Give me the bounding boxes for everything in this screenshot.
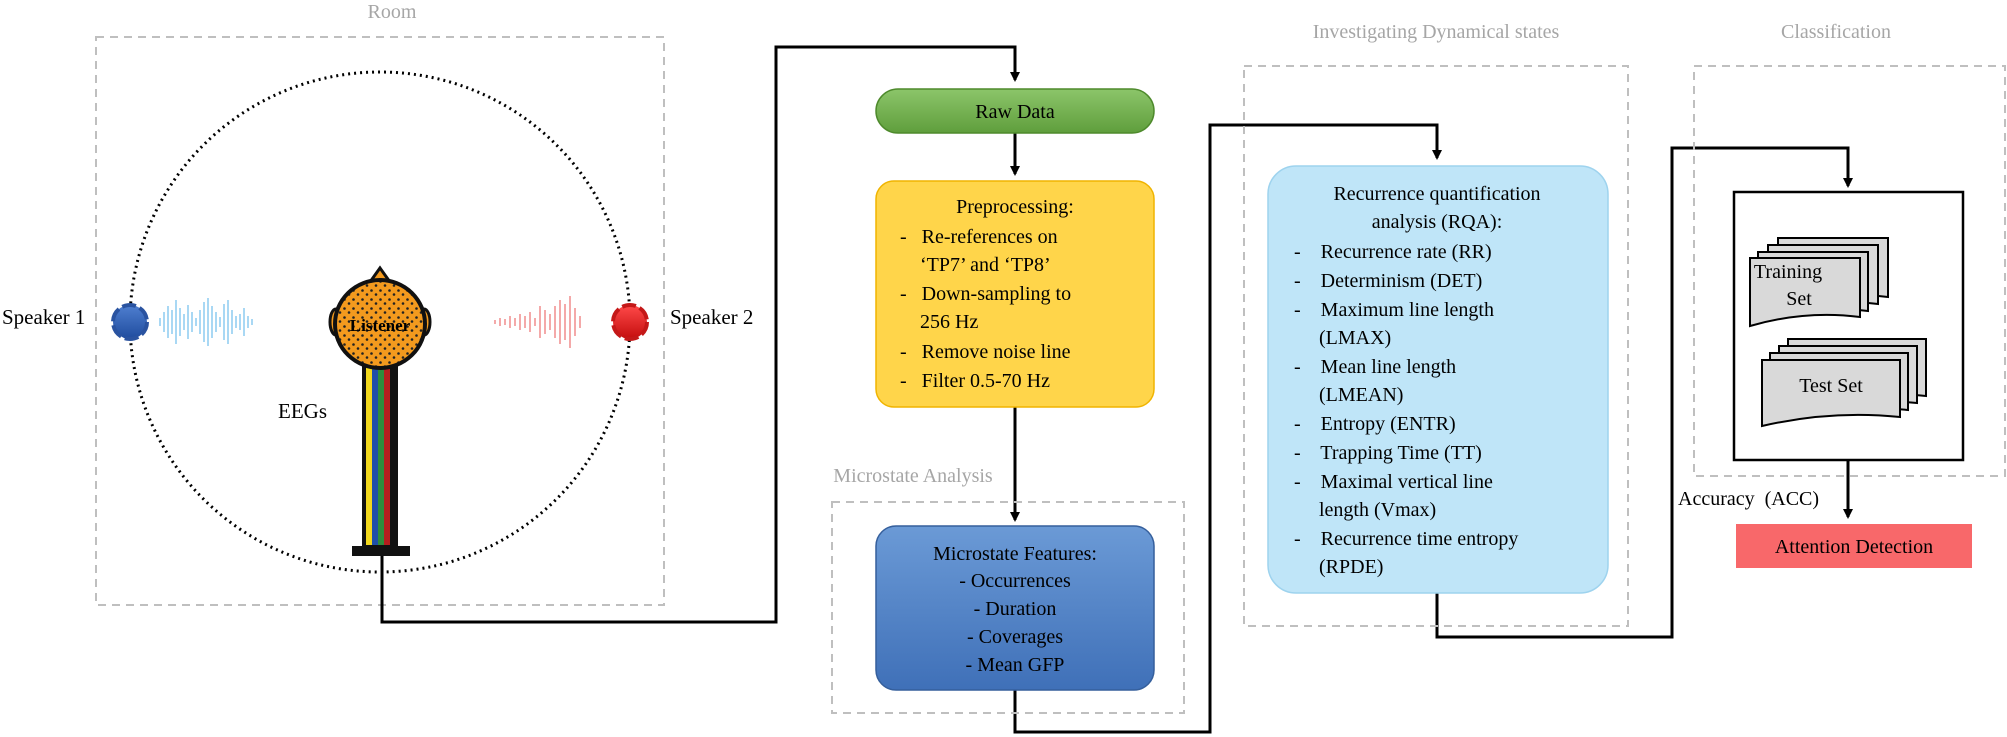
listener-label: Listener: [350, 316, 411, 335]
room-title: Room: [368, 1, 417, 23]
training-set-label: Training: [1754, 261, 1822, 283]
microstate-box: [875, 525, 1155, 691]
waveform-icon: [494, 296, 581, 348]
connectors: [380, 45, 1853, 734]
cable-icon: [352, 365, 410, 556]
head-icon: Listener: [328, 265, 432, 370]
raw-data-box: Raw Data: [875, 88, 1155, 134]
microstate-section: Microstate Analysis Microstate Features:…: [831, 465, 1185, 714]
rqa-line: length (Vmax): [1294, 499, 1436, 521]
connector-room-to-raw: [380, 45, 1020, 624]
waveform-icon: [159, 298, 253, 346]
training-set-stack: [1749, 237, 1889, 328]
microstate-item: - Mean GFP: [966, 654, 1065, 676]
preprocessing-line: - Re-references on: [900, 226, 1058, 248]
connector-micro-to-rqa: [1013, 123, 1442, 734]
rqa-line: - Determinism (DET): [1294, 270, 1482, 292]
microstate-item: - Occurrences: [959, 570, 1071, 592]
attention-detection-label: Attention Detection: [1775, 536, 1933, 558]
preprocessing-line: - Down-sampling to: [900, 283, 1071, 305]
microstate-analysis-title: Microstate Analysis: [833, 465, 993, 487]
speaker-2: Speaker 2: [611, 303, 753, 341]
preprocessing-title: Preprocessing:: [956, 196, 1074, 218]
preprocessing-box: Preprocessing: - Re-references on ‘TP7’ …: [875, 180, 1155, 408]
training-set-label: Set: [1786, 288, 1812, 310]
rqa-line: - Maximal vertical line: [1294, 471, 1493, 493]
speaker-1: Speaker 1: [2, 303, 149, 341]
connector-rqa-to-class: [1435, 146, 1853, 639]
rqa-line: - Recurrence rate (RR): [1294, 241, 1492, 263]
preprocessing-line: 256 Hz: [900, 311, 978, 333]
microstate-item: - Duration: [974, 598, 1057, 620]
eegs-label: EEGs: [278, 399, 327, 423]
preprocessing-line: - Filter 0.5-70 Hz: [900, 370, 1050, 392]
rqa-title: analysis (RQA):: [1372, 211, 1503, 233]
investigating-section: Investigating Dynamical states Recurrenc…: [1243, 21, 1629, 627]
rqa-title: Recurrence quantification: [1333, 183, 1540, 205]
rqa-line: - Maximum line length: [1294, 299, 1494, 321]
microstate-frame: [831, 501, 1185, 714]
rqa-line: (LMAX): [1294, 327, 1391, 349]
rqa-line: - Mean line length: [1294, 356, 1456, 378]
preprocessing-line: ‘TP7’ and ‘TP8’: [900, 254, 1051, 276]
rqa-line: - Entropy (ENTR): [1294, 413, 1456, 435]
rqa-line: - Trapping Time (TT): [1294, 442, 1482, 464]
microstate-title: Microstate Features:: [933, 543, 1097, 565]
classification-section: Classification Training Set Test Set Acc…: [1678, 21, 2006, 568]
rqa-line: (LMEAN): [1294, 384, 1403, 406]
attention-detection-box: [1736, 524, 1972, 568]
accuracy-label: Accuracy (ACC): [1678, 488, 1819, 510]
speaker-1-label: Speaker 1: [2, 305, 85, 329]
room-frame: [95, 36, 665, 606]
classification-frame: [1693, 65, 2006, 477]
investigating-frame: [1243, 65, 1629, 627]
microstate-item: - Coverages: [967, 626, 1063, 648]
rqa-line: (RPDE): [1294, 556, 1383, 578]
room-section: Room Speaker 1 Speaker 2: [2, 1, 753, 606]
speaker-icon: [111, 303, 149, 341]
preprocessing-line: - Remove noise line: [900, 341, 1071, 363]
speaker-icon: [611, 303, 649, 341]
test-set-label: Test Set: [1799, 375, 1863, 397]
classification-title: Classification: [1781, 21, 1891, 43]
raw-data-label: Raw Data: [975, 101, 1055, 123]
investigating-title: Investigating Dynamical states: [1313, 21, 1560, 43]
test-set-stack: [1761, 338, 1927, 428]
speaker-2-label: Speaker 2: [670, 305, 753, 329]
rqa-box: [1267, 165, 1609, 594]
rqa-line: - Recurrence time entropy: [1294, 528, 1518, 550]
